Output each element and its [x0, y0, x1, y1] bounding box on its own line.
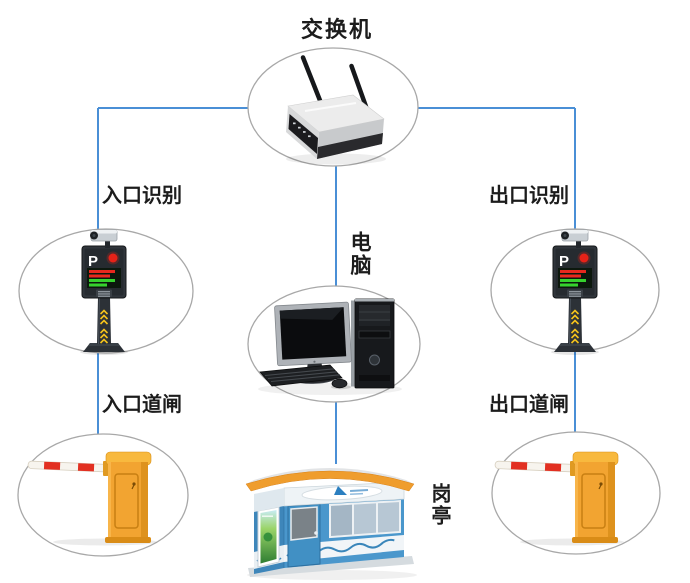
camera-bracket-icon [105, 238, 110, 248]
booth-logo-icon [301, 485, 383, 501]
booth-windows-icon [329, 499, 401, 539]
tower-icon [351, 298, 395, 389]
pole-chevrons-icon [99, 309, 109, 344]
entrance-camera-illustration [80, 229, 128, 355]
computer-illustration [258, 298, 402, 395]
switch-illustration [286, 55, 386, 165]
keyboard-icon [259, 364, 343, 387]
exit-panel-letter: P [559, 253, 569, 270]
antenna-left-icon [300, 55, 324, 106]
entrance-panel-letter: P [88, 253, 98, 270]
booth-door-icon [287, 503, 321, 568]
booth-roof-icon [246, 468, 414, 484]
entrance-recognition-label: 入口识别 [102, 185, 182, 207]
exit-recognition-label: 出口识别 [489, 185, 569, 207]
computer-label: 电脑 [348, 231, 372, 277]
poster-icon [257, 506, 280, 568]
entrance-barrier-ellipse [17, 433, 189, 557]
mouse-icon [331, 378, 351, 390]
antenna-right-icon [349, 63, 369, 111]
barrier-arm-icon [27, 460, 111, 473]
entrance-barrier-label: 入口道闸 [102, 394, 182, 416]
exit-camera-illustration: P [550, 229, 600, 356]
switch-label: 交换机 [301, 17, 374, 42]
guard-booth-label: 岗亭 [428, 483, 450, 527]
entrance-barrier-illustration [27, 451, 157, 546]
exit-barrier-label: 出口道闸 [489, 394, 569, 416]
guard-booth-illustration [245, 468, 417, 580]
